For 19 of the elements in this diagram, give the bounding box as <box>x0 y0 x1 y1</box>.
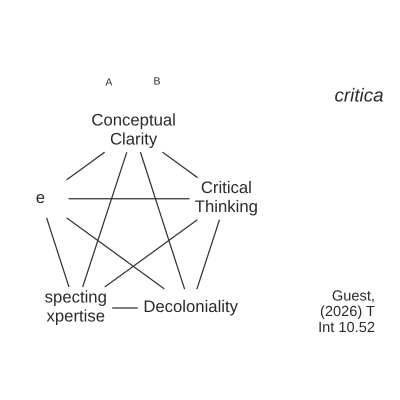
label: critica <box>334 84 384 105</box>
node-text: specting xpertise <box>44 287 107 325</box>
label: B <box>154 76 160 88</box>
connector <box>82 151 128 287</box>
node-text: Conceptual Clarity <box>91 110 176 148</box>
connector <box>196 219 220 289</box>
connector <box>66 216 165 289</box>
connector <box>162 151 198 178</box>
connector <box>68 198 190 199</box>
connector <box>140 151 186 289</box>
connector <box>46 217 70 287</box>
connector <box>104 218 198 288</box>
label: A <box>105 76 112 88</box>
node-text: Decoloniality <box>143 296 238 316</box>
connector <box>112 306 138 308</box>
node-text: e <box>36 187 46 206</box>
label: Guest, (2026) T Int 10.52 <box>318 288 375 336</box>
connector <box>66 151 106 180</box>
node-text: Critical Thinking <box>194 178 258 216</box>
